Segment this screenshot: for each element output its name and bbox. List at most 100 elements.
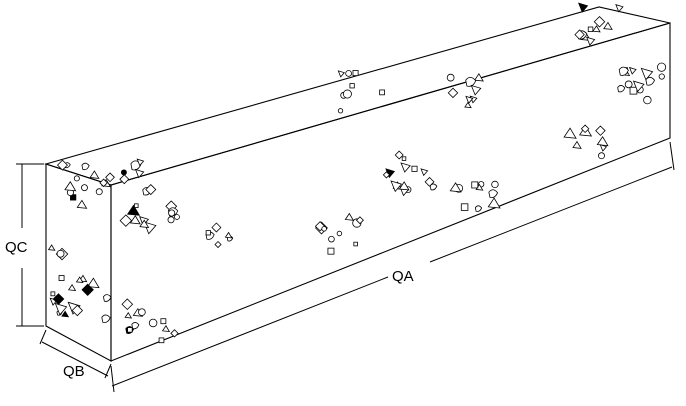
aggregate-mark xyxy=(224,231,233,239)
aggregate-mark xyxy=(127,327,133,333)
aggregate-mark xyxy=(618,66,629,76)
aggregate-mark xyxy=(429,183,438,191)
aggregate-mark xyxy=(447,87,459,99)
aggregate-mark xyxy=(342,89,352,99)
width-ext-right xyxy=(104,363,112,379)
aggregate-texture xyxy=(47,2,667,344)
aggregate-mark xyxy=(595,125,606,136)
aggregate-mark xyxy=(99,178,108,188)
aggregate-mark xyxy=(645,76,656,86)
aggregate-mark xyxy=(394,150,404,160)
aggregate-mark xyxy=(101,314,111,323)
aggregate-mark xyxy=(640,67,654,81)
aggregate-mark xyxy=(628,66,637,75)
aggregate-mark xyxy=(615,4,624,13)
dimension-width: QB xyxy=(39,329,112,380)
aggregate-mark xyxy=(379,89,385,96)
long-face xyxy=(110,22,671,362)
length-label: QA xyxy=(392,268,414,285)
aggregate-mark xyxy=(71,304,84,317)
aggregate-mark xyxy=(119,174,130,185)
aggregate-mark xyxy=(587,26,594,33)
aggregate-mark xyxy=(474,205,483,212)
aggregate-mark xyxy=(81,162,90,171)
aggregate-mark xyxy=(148,318,158,328)
aggregate-mark xyxy=(337,70,346,78)
aggregate-mark xyxy=(52,293,65,305)
aggregate-mark xyxy=(574,29,585,40)
aggregate-mark xyxy=(174,214,180,220)
aggregate-mark xyxy=(134,168,145,179)
aggregate-mark xyxy=(126,204,141,216)
aggregate-mark xyxy=(136,158,145,167)
aggregate-mark xyxy=(67,283,77,291)
aggregate-mark xyxy=(131,322,140,330)
aggregate-mark xyxy=(64,180,77,192)
dimension-height: QC xyxy=(5,163,44,327)
aggregate-mark xyxy=(487,197,501,209)
aggregate-mark xyxy=(470,84,482,96)
aggregate-mark xyxy=(599,144,608,152)
aggregate-mark xyxy=(598,152,605,160)
aggregate-mark xyxy=(344,212,355,221)
aggregate-mark xyxy=(87,277,100,289)
aggregate-mark xyxy=(161,324,171,332)
aggregate-mark xyxy=(211,222,222,233)
aggregate-mark xyxy=(205,230,211,236)
aggregate-mark xyxy=(120,169,127,176)
aggregate-mark xyxy=(491,180,499,189)
aggregate-mark xyxy=(398,181,410,191)
aggregate-mark xyxy=(592,25,601,33)
aggregate-mark xyxy=(596,135,609,147)
aggregate-mark xyxy=(139,219,150,228)
aggregate-mark xyxy=(603,21,613,30)
aggregate-mark xyxy=(624,80,633,89)
aggregate-mark xyxy=(138,308,146,316)
aggregate-mark xyxy=(382,171,391,179)
aggregate-mark xyxy=(353,241,358,247)
aggregate-mark xyxy=(321,226,327,232)
aggregate-mark xyxy=(81,184,88,192)
aggregate-mark xyxy=(424,176,435,187)
aggregate-mark xyxy=(50,291,56,297)
height-label: QC xyxy=(5,239,28,256)
aggregate-mark xyxy=(214,240,222,249)
aggregate-mark xyxy=(578,2,589,13)
aggregate-mark xyxy=(158,337,165,344)
width-dim-line xyxy=(41,341,109,377)
aggregate-mark xyxy=(129,215,141,225)
aggregate-mark xyxy=(160,318,167,325)
aggregate-mark xyxy=(81,283,94,296)
aggregate-mark xyxy=(89,170,100,179)
aggregate-mark xyxy=(629,86,638,95)
aggregate-mark xyxy=(336,230,343,237)
aggregate-mark xyxy=(400,162,411,173)
aggregate-mark xyxy=(593,15,606,28)
aggregate-mark xyxy=(119,214,133,227)
aggregate-mark xyxy=(643,95,652,105)
aggregate-mark xyxy=(58,275,65,281)
aggregate-mark xyxy=(420,168,429,177)
aggregate-mark xyxy=(105,172,115,183)
aggregate-mark xyxy=(56,159,68,171)
length-ext-left xyxy=(110,365,115,393)
aggregate-mark xyxy=(47,244,56,251)
aggregate-mark xyxy=(355,216,364,225)
aggregate-mark xyxy=(449,182,462,193)
aggregate-mark xyxy=(465,76,477,87)
aggregate-mark xyxy=(168,209,176,217)
aggregate-mark xyxy=(572,140,582,149)
beam-outline xyxy=(44,6,671,362)
aggregate-mark xyxy=(465,95,474,104)
length-ext-right xyxy=(669,141,675,171)
aggregate-mark xyxy=(54,302,68,316)
aggregate-mark xyxy=(390,180,403,193)
aggregate-mark xyxy=(580,124,590,134)
aggregate-mark xyxy=(460,203,469,211)
aggregate-mark xyxy=(617,85,626,93)
aggregate-mark xyxy=(563,127,577,139)
aggregate-mark xyxy=(471,181,479,189)
aggregate-mark xyxy=(121,298,134,311)
aggregate-mark xyxy=(61,310,70,318)
